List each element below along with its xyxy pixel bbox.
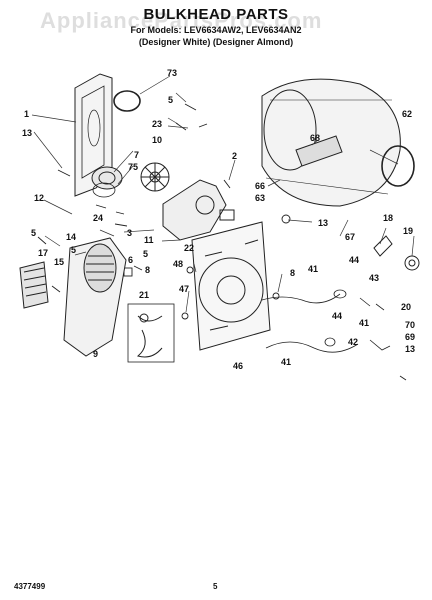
blower-bearing-part bbox=[91, 166, 123, 198]
callout-label: 8 bbox=[145, 265, 151, 275]
callout-label: 13 bbox=[405, 344, 416, 354]
callout-label: 41 bbox=[308, 264, 319, 274]
callout-label: 1 bbox=[24, 109, 30, 119]
bulkhead-panel-part bbox=[191, 221, 271, 351]
blower-wheel-part bbox=[140, 162, 170, 192]
callout-label: 41 bbox=[281, 357, 292, 367]
callout-label: 42 bbox=[348, 337, 359, 347]
callout-label: 21 bbox=[139, 290, 150, 300]
page-number: 5 bbox=[213, 582, 218, 591]
callout-label: 62 bbox=[402, 109, 413, 119]
lint-filter-part bbox=[19, 261, 49, 309]
callout-label: 23 bbox=[152, 119, 163, 129]
callout-label: 44 bbox=[332, 311, 343, 321]
callout-label: 43 bbox=[369, 273, 380, 283]
callout-label: 5 bbox=[168, 95, 174, 105]
blower-housing-part bbox=[162, 179, 235, 241]
callout-label: 48 bbox=[173, 259, 184, 269]
callout-label: 67 bbox=[345, 232, 356, 242]
page-title: BULKHEAD PARTS bbox=[143, 6, 289, 23]
callout-label: 75 bbox=[128, 162, 139, 172]
callout-label: 10 bbox=[152, 135, 163, 145]
callout-label: 44 bbox=[349, 255, 360, 265]
wire-harness-part bbox=[127, 303, 175, 363]
callout-label: 17 bbox=[38, 248, 49, 258]
rear-panel-part bbox=[74, 73, 113, 197]
drum-part bbox=[261, 78, 415, 207]
callout-label: 7 bbox=[134, 150, 140, 160]
callout-label: 20 bbox=[401, 302, 412, 312]
document-number: 4377499 bbox=[14, 582, 46, 591]
callout-label: 8 bbox=[290, 268, 296, 278]
callout-label: 24 bbox=[93, 213, 104, 223]
callout-label: 18 bbox=[383, 213, 394, 223]
callout-label: 13 bbox=[22, 128, 33, 138]
callout-label: 13 bbox=[318, 218, 329, 228]
callout-label: 5 bbox=[71, 245, 77, 255]
callout-label: 63 bbox=[255, 193, 266, 203]
callout-label: 19 bbox=[403, 226, 414, 236]
callout-label: 3 bbox=[127, 228, 133, 238]
callout-label: 12 bbox=[34, 193, 45, 203]
callout-label: 41 bbox=[359, 318, 370, 328]
lint-duct-part bbox=[63, 237, 127, 357]
leader-lines bbox=[31, 75, 415, 313]
callout-label: 11 bbox=[144, 235, 154, 245]
callout-label: 68 bbox=[310, 133, 321, 143]
callout-label: 69 bbox=[405, 332, 416, 342]
model-numbers: For Models: LEV6634AW2, LEV6634AN2 bbox=[130, 25, 302, 35]
callout-label: 46 bbox=[233, 361, 244, 371]
callout-label: 9 bbox=[93, 349, 99, 359]
callout-label: 66 bbox=[255, 181, 266, 191]
callout-label: 14 bbox=[66, 232, 77, 242]
callout-label: 22 bbox=[184, 243, 195, 253]
callout-label: 2 bbox=[232, 151, 238, 161]
callout-label: 70 bbox=[405, 320, 416, 330]
callout-label: 73 bbox=[167, 68, 178, 78]
color-variants: (Designer White) (Designer Almond) bbox=[138, 37, 294, 47]
callout-label: 5 bbox=[31, 228, 37, 238]
watermark: AppliancePartsPros.com bbox=[40, 8, 323, 33]
idler-pulley-part bbox=[373, 235, 420, 271]
callout-label: 5 bbox=[143, 249, 149, 259]
callout-label: 15 bbox=[54, 257, 65, 267]
callout-label: 6 bbox=[128, 255, 134, 265]
wiring-parts bbox=[261, 289, 391, 353]
callout-label: 47 bbox=[179, 284, 190, 294]
seal-ring-part bbox=[113, 90, 141, 112]
